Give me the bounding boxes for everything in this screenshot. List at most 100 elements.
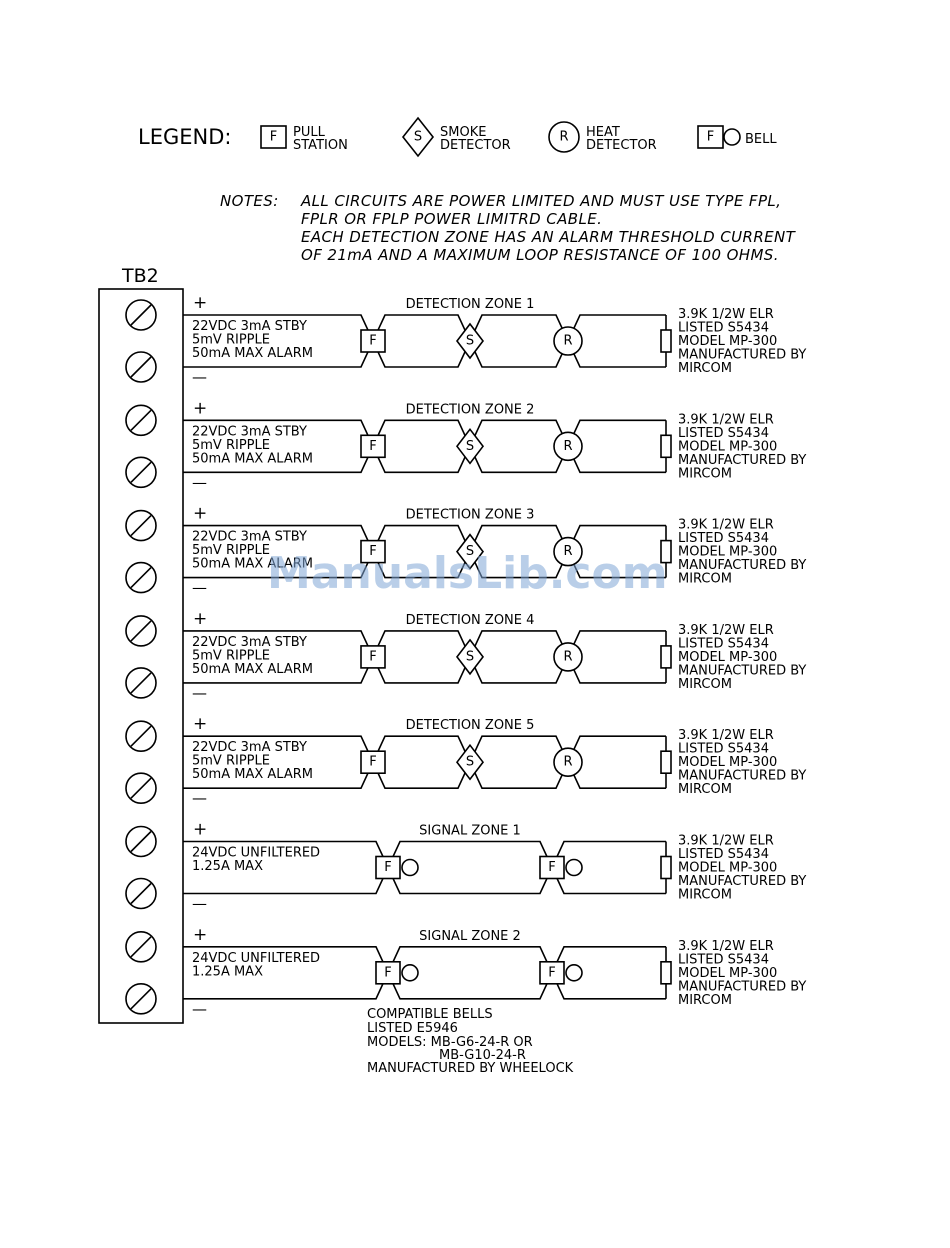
polarity-minus: — (192, 789, 207, 807)
pull-station-symbol: F (369, 334, 376, 349)
terminal-screw-slot (130, 620, 152, 642)
polarity-plus: + (193, 293, 207, 313)
heat-detector-symbol: R (559, 130, 568, 145)
bell-box-symbol: F (384, 965, 391, 980)
bells-note-line-1: COMPATIBLE BELLS (367, 1007, 493, 1022)
pull-station-symbol: F (270, 130, 277, 145)
polarity-minus: — (192, 895, 207, 913)
heat-detector-icon (553, 747, 583, 778)
zone-spec-line: 50mA MAX ALARM (192, 557, 313, 572)
pull-station-icon (360, 645, 386, 669)
notes-line-2: FPLR OR FPLP POWER LIMITRD CABLE. (301, 210, 602, 228)
elr-label-line: MODEL MP-300 (678, 966, 777, 981)
elr-label-line: 3.9K 1/2W ELR (678, 518, 774, 533)
pull-station-symbol: F (369, 439, 376, 454)
terminal-block-outline (98, 288, 184, 1024)
resistor-icon (660, 645, 672, 669)
smoke-detector-icon (455, 533, 485, 570)
compatible-bells-note: COMPATIBLE BELLS LISTED E5946 MODELS: MB… (367, 1007, 574, 1076)
bell-icon (565, 963, 583, 982)
heat-detector-symbol: R (563, 649, 572, 664)
heat-detector-symbol: R (563, 544, 572, 559)
heat-detector-symbol: R (563, 439, 572, 454)
bells-note-line-4: MB-G10-24-R (439, 1048, 526, 1063)
terminal-block: TB2 (98, 265, 184, 1024)
polarity-minus: — (192, 1000, 207, 1018)
heat-detector-symbol: R (563, 755, 572, 770)
polarity-minus: — (192, 579, 207, 597)
elr-label-line: MANUFACTURED BY (678, 663, 806, 678)
terminal-screw-slot (130, 777, 152, 799)
zone-spec-line: 24VDC UNFILTERED (192, 951, 320, 966)
zone-spec-line: 50mA MAX ALARM (192, 451, 313, 466)
smoke-detector-symbol: S (414, 130, 422, 145)
resistor-icon (660, 855, 672, 880)
watermark: ManualsLib.com (267, 548, 668, 599)
elr-label-line: MODEL MP-300 (678, 755, 777, 770)
heat-detector-icon (553, 431, 583, 462)
terminal-screw-slot (130, 672, 152, 694)
smoke-detector-icon (455, 322, 485, 360)
zone-spec-line: 22VDC 3mA STBY (192, 530, 307, 545)
zone-spec-line: 22VDC 3mA STBY (192, 635, 307, 650)
terminal-screw-slot (130, 461, 152, 483)
zone-spec-line: 22VDC 3mA STBY (192, 740, 307, 755)
zone-spec-line: 5mV RIPPLE (192, 648, 270, 663)
legend-bell: F BELL (697, 125, 777, 149)
polarity-plus: + (193, 609, 207, 629)
bell-symbol: F (707, 130, 714, 145)
pull-station-icon (360, 329, 386, 353)
bells-note-line-5: MANUFACTURED BY WHEELOCK (367, 1061, 574, 1076)
circuit-wire-positive (183, 840, 666, 870)
elr-label-line: 3.9K 1/2W ELR (678, 939, 774, 954)
smoke-detector-icon (455, 743, 485, 781)
zone-spec-line: 50mA MAX ALARM (192, 767, 313, 782)
notes-line-4: OF 21mA AND A MAXIMUM LOOP RESISTANCE OF… (301, 246, 779, 264)
polarity-minus: — (192, 473, 207, 491)
elr-label-line: MANUFACTURED BY (678, 453, 806, 468)
elr-label-line: MIRCOM (678, 993, 732, 1008)
elr-label-line: LISTED S5434 (678, 847, 769, 862)
elr-label-line: LISTED S5434 (678, 952, 769, 967)
bell-icon (401, 963, 419, 982)
heat-detector-icon (553, 326, 583, 356)
terminal-screw-slot (130, 409, 152, 431)
elr-label-line: LISTED S5434 (678, 636, 769, 651)
zone-spec-line: 24VDC UNFILTERED (192, 846, 320, 861)
resistor-icon (660, 539, 672, 564)
terminal-screw-slot (130, 725, 152, 747)
zone-title: SIGNAL ZONE 2 (419, 929, 521, 944)
elr-label-line: 3.9K 1/2W ELR (678, 728, 774, 743)
zone-spec-line: 5mV RIPPLE (192, 333, 270, 348)
resistor-icon (660, 960, 672, 985)
terminal-screw-slot (130, 356, 152, 378)
resistor-icon (660, 434, 672, 459)
smoke-detector-symbol: S (466, 649, 474, 664)
elr-label-line: LISTED S5434 (678, 426, 769, 441)
elr-label-line: MIRCOM (678, 572, 732, 587)
heat-detector-icon (553, 536, 583, 567)
elr-label-line: MIRCOM (678, 782, 732, 797)
circuit-wire-negative (183, 865, 666, 895)
elr-label-line: MIRCOM (678, 361, 732, 376)
terminal-screw-slot (130, 988, 152, 1010)
elr-label-line: MANUFACTURED BY (678, 979, 806, 994)
bell-box-icon (539, 960, 565, 985)
bell-box-icon (539, 855, 565, 880)
polarity-minus: — (192, 368, 207, 386)
terminal-screw-slot (130, 936, 152, 958)
pull-station-icon (360, 539, 386, 564)
heat-detector-symbol: R (563, 334, 572, 349)
smoke-detector-icon (455, 427, 485, 465)
heat-detector-icon (548, 121, 580, 153)
pull-station-icon (260, 125, 287, 149)
smoke-detector-symbol: S (466, 755, 474, 770)
zone-spec-line: 50mA MAX ALARM (192, 346, 313, 361)
elr-label-line: LISTED S5434 (678, 531, 769, 546)
elr-label-line: MODEL MP-300 (678, 334, 777, 349)
bell-icon (565, 858, 583, 877)
zone-title: DETECTION ZONE 3 (406, 508, 535, 523)
bell-icon (401, 858, 419, 877)
